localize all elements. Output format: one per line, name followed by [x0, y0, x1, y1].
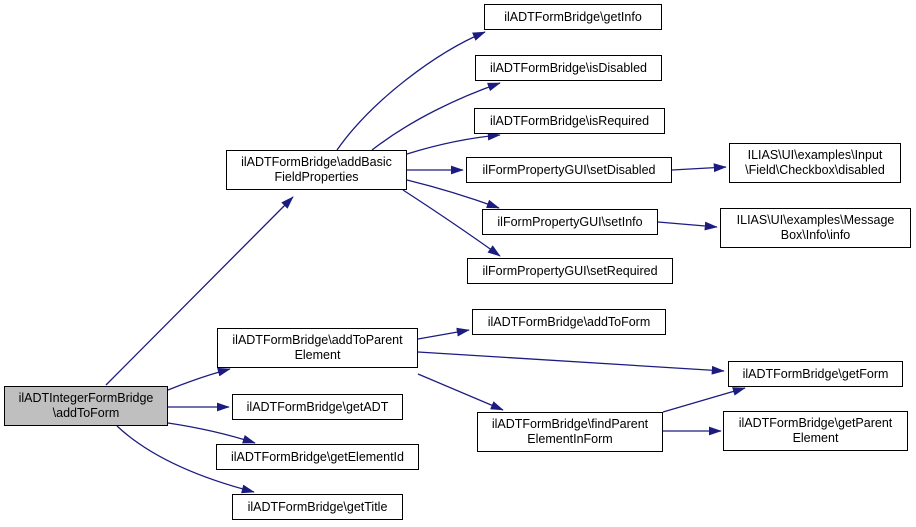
edge-addBasicFieldProperties-to-isDisabled: [371, 82, 501, 151]
node-getADT[interactable]: ilADTFormBridge\getADT: [232, 394, 403, 420]
node-findParentElementInForm[interactable]: ilADTFormBridge\findParent ElementInForm: [477, 412, 663, 452]
node-getInfo[interactable]: ilADTFormBridge\getInfo: [484, 4, 662, 30]
node-addToForm[interactable]: ilADTFormBridge\addToForm: [472, 309, 666, 335]
edge-addBasicFieldProperties-to-getInfo: [336, 31, 486, 151]
edge-addBasicFieldProperties-to-setInfo: [406, 179, 500, 209]
edge-main-to-getElementId: [167, 422, 256, 444]
node-getParentElement[interactable]: ilADTFormBridge\getParent Element: [723, 411, 908, 451]
node-messageBoxInfo[interactable]: ILIAS\UI\examples\Message Box\Info\info: [720, 208, 911, 248]
edge-main-to-getTitle: [116, 425, 255, 494]
node-getElementId[interactable]: ilADTFormBridge\getElementId: [216, 444, 419, 470]
node-isDisabled[interactable]: ilADTFormBridge\isDisabled: [475, 55, 662, 81]
node-setDisabled[interactable]: ilFormPropertyGUI\setDisabled: [466, 157, 672, 183]
node-main: ilADTIntegerFormBridge \addToForm: [4, 386, 168, 426]
edge-main-to-addBasicFieldProperties: [105, 196, 294, 386]
edge-addBasicFieldProperties-to-setRequired: [402, 189, 501, 257]
node-setInfo[interactable]: ilFormPropertyGUI\setInfo: [482, 209, 658, 235]
node-addBasicFieldProperties[interactable]: ilADTFormBridge\addBasic FieldProperties: [226, 150, 407, 190]
edge-main-to-addToParentElement: [167, 367, 231, 391]
edge-findParentElementInForm-to-getForm: [662, 387, 746, 413]
node-addToParentElement[interactable]: ilADTFormBridge\addToParent Element: [217, 328, 418, 368]
edge-addToParentElement-to-getForm: [417, 351, 725, 375]
node-checkboxDisabled[interactable]: ILIAS\UI\examples\Input \Field\Checkbox\…: [729, 143, 901, 183]
node-setRequired[interactable]: ilFormPropertyGUI\setRequired: [467, 258, 673, 284]
edge-setInfo-to-messageBoxInfo: [657, 221, 718, 231]
node-isRequired[interactable]: ilADTFormBridge\isRequired: [474, 108, 665, 134]
node-getTitle[interactable]: ilADTFormBridge\getTitle: [232, 494, 403, 520]
edge-setDisabled-to-checkboxDisabled: [671, 163, 727, 173]
node-getForm[interactable]: ilADTFormBridge\getForm: [728, 361, 903, 387]
edge-addBasicFieldProperties-to-isRequired: [406, 131, 501, 155]
edge-addToParentElement-to-addToForm: [417, 327, 470, 340]
edge-addToParentElement-to-findParentElementInForm: [417, 373, 504, 411]
